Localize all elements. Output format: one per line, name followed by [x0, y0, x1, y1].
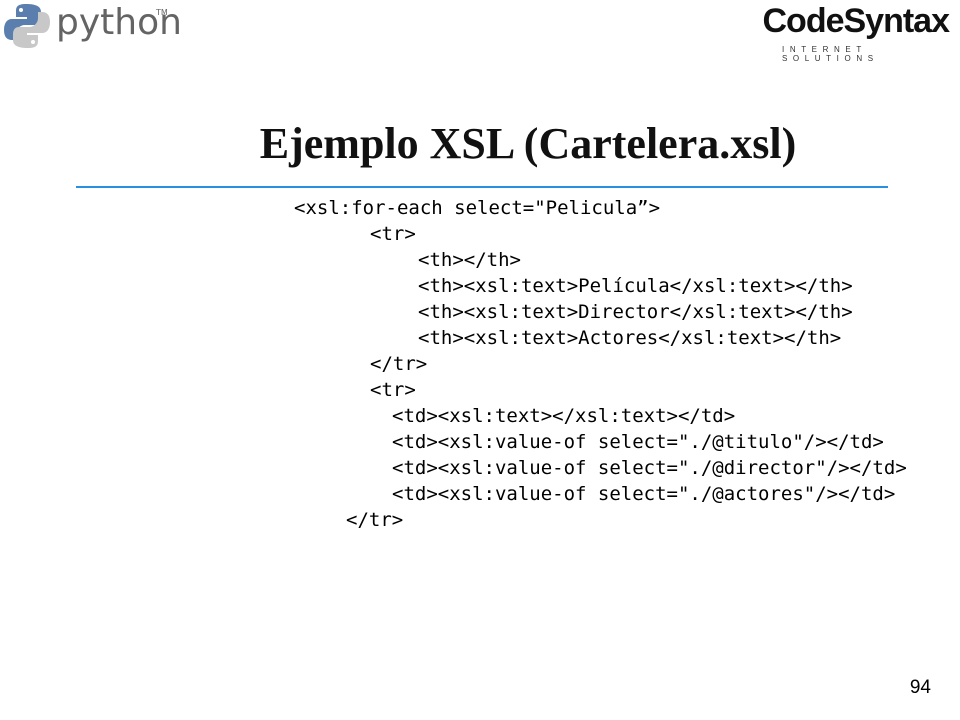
- code-line: </tr>: [370, 353, 428, 375]
- codesyntax-logo: CodeSyntax INTERNET SOLUTIONS: [763, 2, 957, 63]
- xsl-code-block: <xsl:for-each select="Pelicula”> <tr> <t…: [0, 195, 960, 535]
- code-line: <th><xsl:text>Director</xsl:text></th>: [418, 301, 853, 323]
- code-line: <th><xsl:text>Actores</xsl:text></th>: [418, 327, 842, 349]
- python-logo: python TM: [4, 2, 182, 50]
- code-line: <td><xsl:value-of select="./@director"/>…: [392, 457, 907, 479]
- page-number: 94: [909, 677, 931, 698]
- code-line: <td><xsl:value-of select="./@titulo"/></…: [392, 431, 884, 453]
- codesyntax-wordmark: CodeSyntax: [762, 2, 950, 40]
- python-wordmark: python: [56, 2, 182, 43]
- code-line: <tr>: [370, 223, 416, 245]
- slide-title: Ejemplo XSL (Cartelera.xsl): [259, 119, 797, 168]
- code-line: <th></th>: [418, 249, 521, 271]
- code-line: <td><xsl:value-of select="./@actores"/><…: [392, 483, 896, 505]
- python-snake-icon: [4, 4, 50, 48]
- code-line: </tr>: [346, 509, 404, 531]
- code-line: <xsl:for-each select="Pelicula”>: [294, 197, 661, 219]
- code-line: <td><xsl:text></xsl:text></td>: [392, 405, 736, 427]
- code-line: <th><xsl:text>Película</xsl:text></th>: [418, 275, 853, 297]
- python-trademark: TM: [156, 8, 168, 17]
- codesyntax-tagline: INTERNET SOLUTIONS: [782, 45, 879, 63]
- title-underline: [76, 186, 888, 188]
- code-line: <tr>: [370, 379, 416, 401]
